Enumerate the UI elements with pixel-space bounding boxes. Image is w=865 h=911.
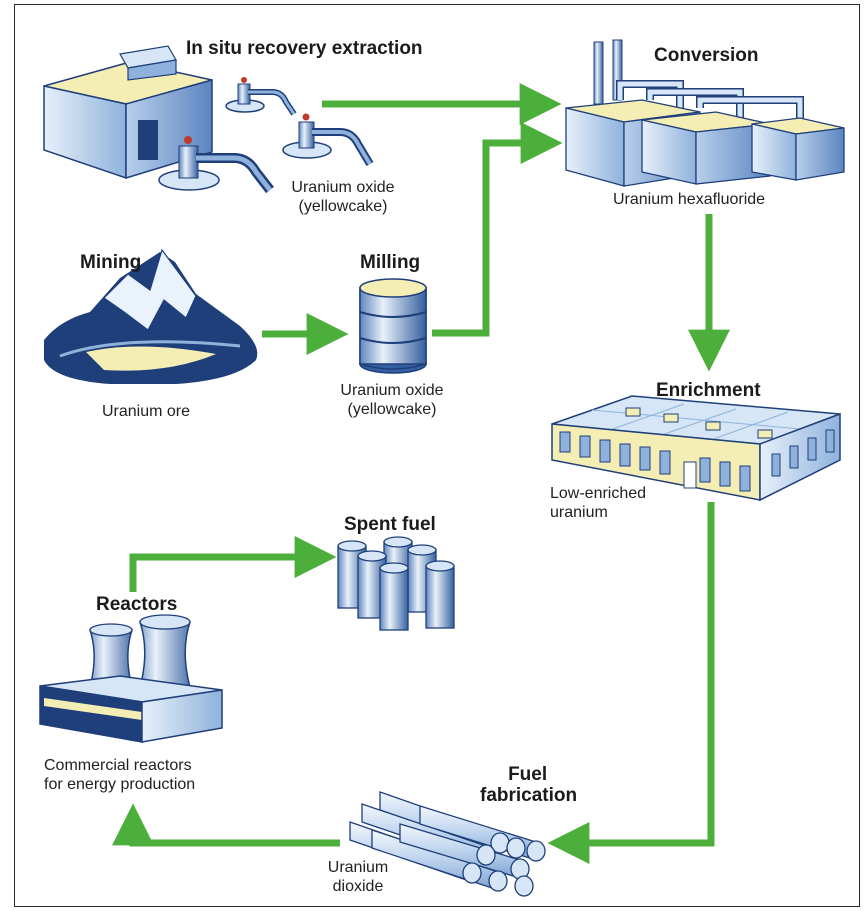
fuel-fabrication-product-line2: dioxide <box>332 878 384 895</box>
isr-product-line1: Uranium oxide <box>291 179 395 196</box>
wellhead-icon <box>158 136 274 194</box>
conversion-title: Conversion <box>654 45 759 66</box>
cooling-tower-reactor-icon <box>39 614 223 743</box>
reactors-product: Commercial reactors for energy productio… <box>44 756 195 794</box>
factory-icon <box>565 39 845 187</box>
fuel-fabrication-title: Fuel fabrication <box>480 764 577 806</box>
milling-product-line2: (yellowcake) <box>347 401 437 418</box>
drum-icon <box>359 278 427 374</box>
milling-title: Milling <box>360 252 421 273</box>
milling-product: Uranium oxide (yellowcake) <box>322 381 462 419</box>
enrichment-product: Low-enriched uranium <box>550 484 646 522</box>
reactors-product-line2: for energy production <box>44 776 196 793</box>
reactors-product-line1: Commercial reactors <box>44 757 192 774</box>
conversion-product: Uranium hexafluoride <box>613 191 766 208</box>
isr-title: In situ recovery extraction <box>186 38 423 59</box>
enrichment-plant-icon <box>551 395 841 502</box>
fuel-fabrication-product-line1: Uranium <box>327 859 389 876</box>
enrichment-title: Enrichment <box>656 380 761 401</box>
enrichment-product-line1: Low-enriched <box>550 485 647 502</box>
spent-fuel-title: Spent fuel <box>344 514 436 535</box>
flow-arrows <box>112 83 730 864</box>
arrow-fabrication-to-reactors <box>112 803 340 847</box>
fuel-fabrication-title-line1: Fuel <box>508 764 548 785</box>
arrow-milling-to-conversion <box>432 122 563 337</box>
fuel-fabrication-title-line2: fabrication <box>480 785 578 806</box>
enrichment-product-line2: uranium <box>550 504 608 521</box>
mountain-icon <box>44 248 258 384</box>
arrow-reactors-to-spent-fuel <box>129 536 337 592</box>
arrow-enrichment-to-fabrication <box>547 502 715 864</box>
isr-product-line2: (yellowcake) <box>298 198 388 215</box>
milling-product-line1: Uranium oxide <box>340 382 444 399</box>
isr-product: Uranium oxide (yellowcake) <box>278 178 408 216</box>
mining-product: Uranium ore <box>102 403 191 420</box>
fuel-rods-icon <box>349 791 546 897</box>
reactors-title: Reactors <box>96 594 178 615</box>
fuel-fabrication-product: Uranium dioxide <box>318 858 398 896</box>
wellhead-icon <box>225 77 297 116</box>
wellhead-icon <box>282 113 374 167</box>
fuel-canisters-icon <box>337 536 455 631</box>
mining-title: Mining <box>80 252 142 273</box>
